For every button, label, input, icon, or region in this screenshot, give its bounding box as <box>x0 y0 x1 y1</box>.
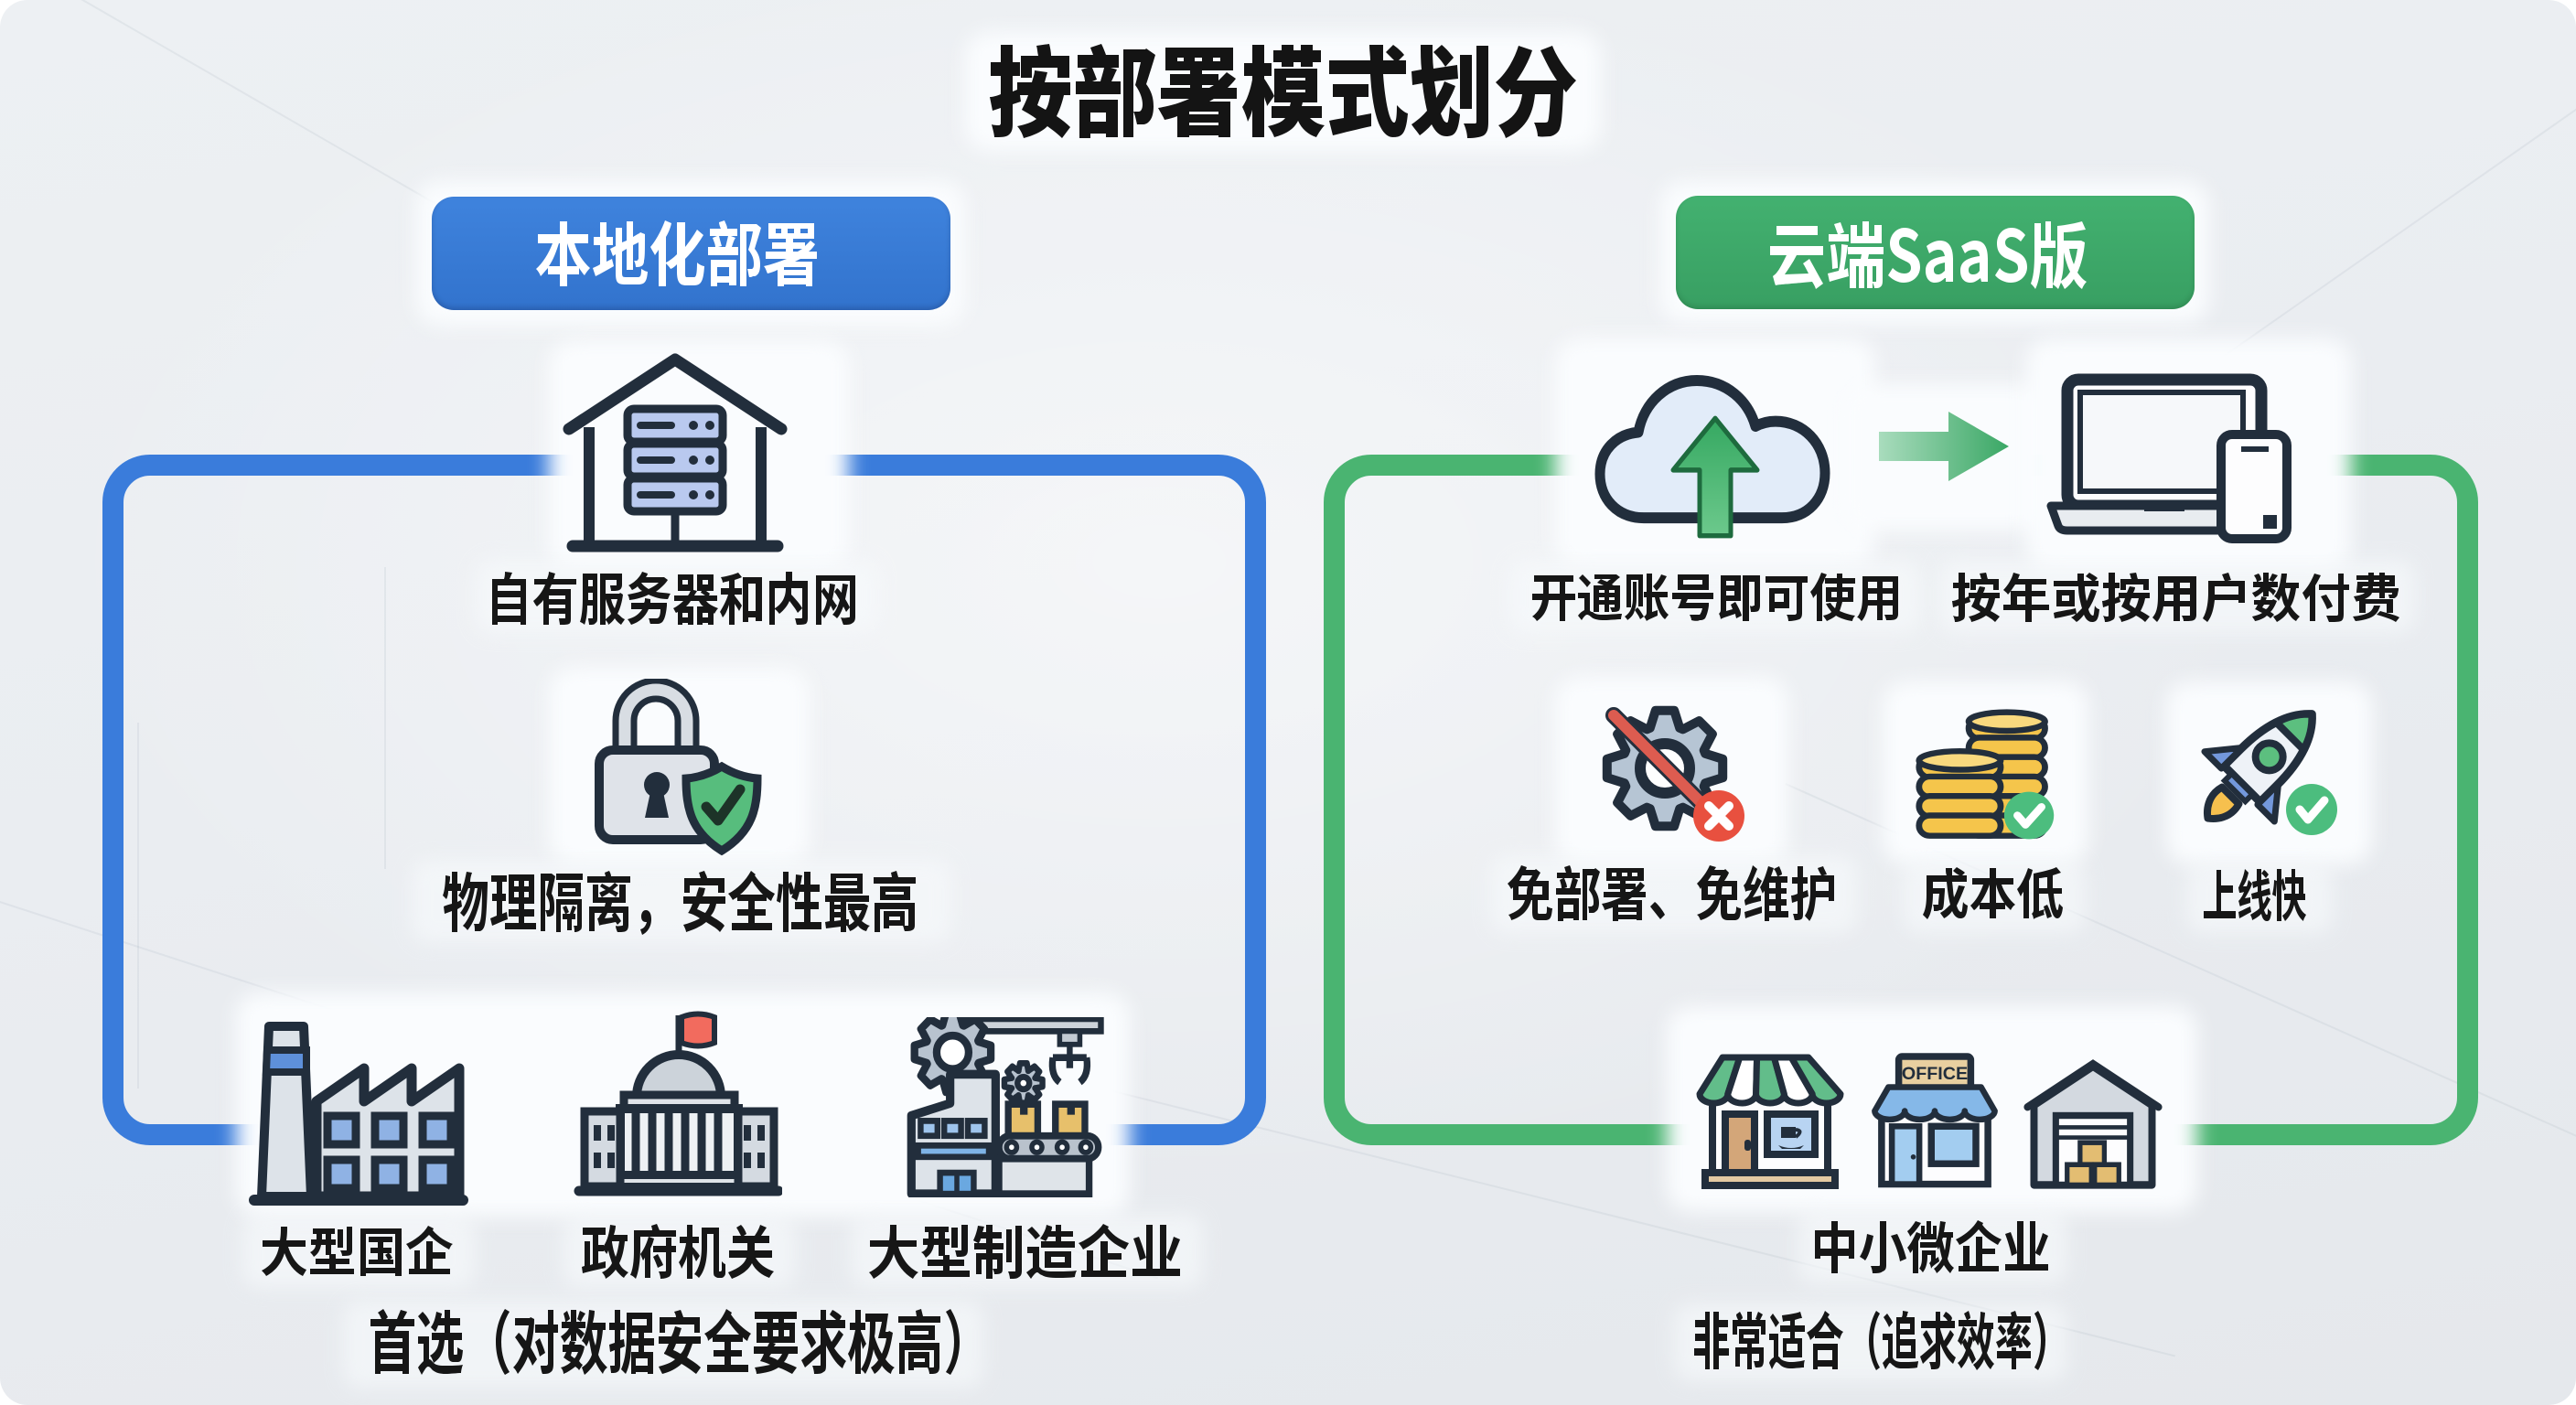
svg-text:OFFICE: OFFICE <box>1902 1064 1968 1084</box>
